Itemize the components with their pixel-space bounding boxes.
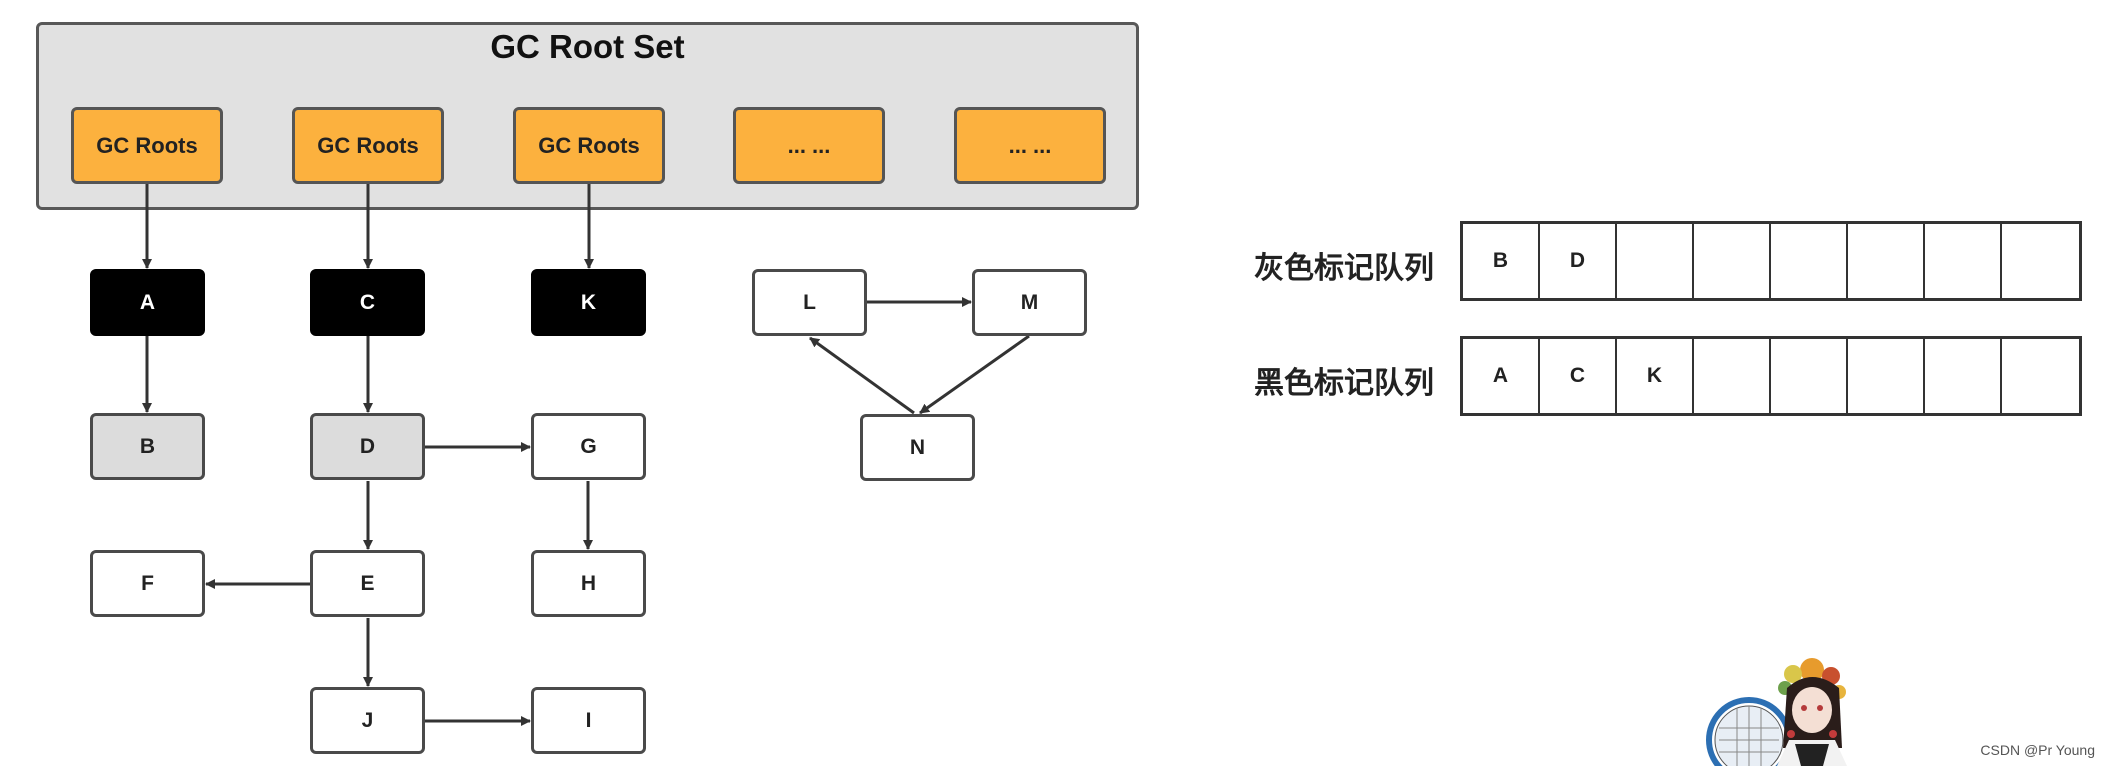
black-queue-label: 黑色标记队列	[1254, 367, 1434, 400]
grey-queue-cell	[2002, 224, 2079, 298]
black-queue-cell	[1771, 339, 1848, 413]
grey-queue-cell	[1925, 224, 2002, 298]
node-g: G	[531, 413, 646, 480]
gc-roots-1: GC Roots	[71, 107, 223, 184]
node-d: D	[310, 413, 425, 480]
grey-queue-label: 灰色标记队列	[1254, 252, 1434, 285]
node-e: E	[310, 550, 425, 617]
watermark: CSDN @Pr Young	[1980, 742, 2095, 758]
node-n: N	[860, 414, 975, 481]
node-k: K	[531, 269, 646, 336]
black-queue-cell	[1848, 339, 1925, 413]
black-queue-cell	[1694, 339, 1771, 413]
node-j: J	[310, 687, 425, 754]
node-h: H	[531, 550, 646, 617]
node-f: F	[90, 550, 205, 617]
node-a: A	[90, 269, 205, 336]
black-queue: A C K	[1460, 336, 2082, 416]
grey-queue-cell: D	[1540, 224, 1617, 298]
black-queue-cell: K	[1617, 339, 1694, 413]
gc-roots-2: GC Roots	[292, 107, 444, 184]
gc-roots-more-1: ... ...	[733, 107, 885, 184]
black-queue-cell	[1925, 339, 2002, 413]
black-queue-cell	[2002, 339, 2079, 413]
node-b: B	[90, 413, 205, 480]
avatar-illustration	[1706, 658, 1847, 766]
grey-queue-cell: B	[1463, 224, 1540, 298]
node-l: L	[752, 269, 867, 336]
gc-roots-more-2: ... ...	[954, 107, 1106, 184]
node-i: I	[531, 687, 646, 754]
black-queue-cell: C	[1540, 339, 1617, 413]
black-queue-cell: A	[1463, 339, 1540, 413]
node-m: M	[972, 269, 1087, 336]
grey-queue-cell	[1617, 224, 1694, 298]
gc-roots-3: GC Roots	[513, 107, 665, 184]
grey-queue-cell	[1848, 224, 1925, 298]
edge-m-n	[919, 334, 1030, 415]
grey-queue-cell	[1694, 224, 1771, 298]
edge-n-l	[809, 336, 915, 415]
grey-queue-cell	[1771, 224, 1848, 298]
root-set-title: GC Root Set	[490, 28, 685, 65]
node-c: C	[310, 269, 425, 336]
grey-queue: B D	[1460, 221, 2082, 301]
